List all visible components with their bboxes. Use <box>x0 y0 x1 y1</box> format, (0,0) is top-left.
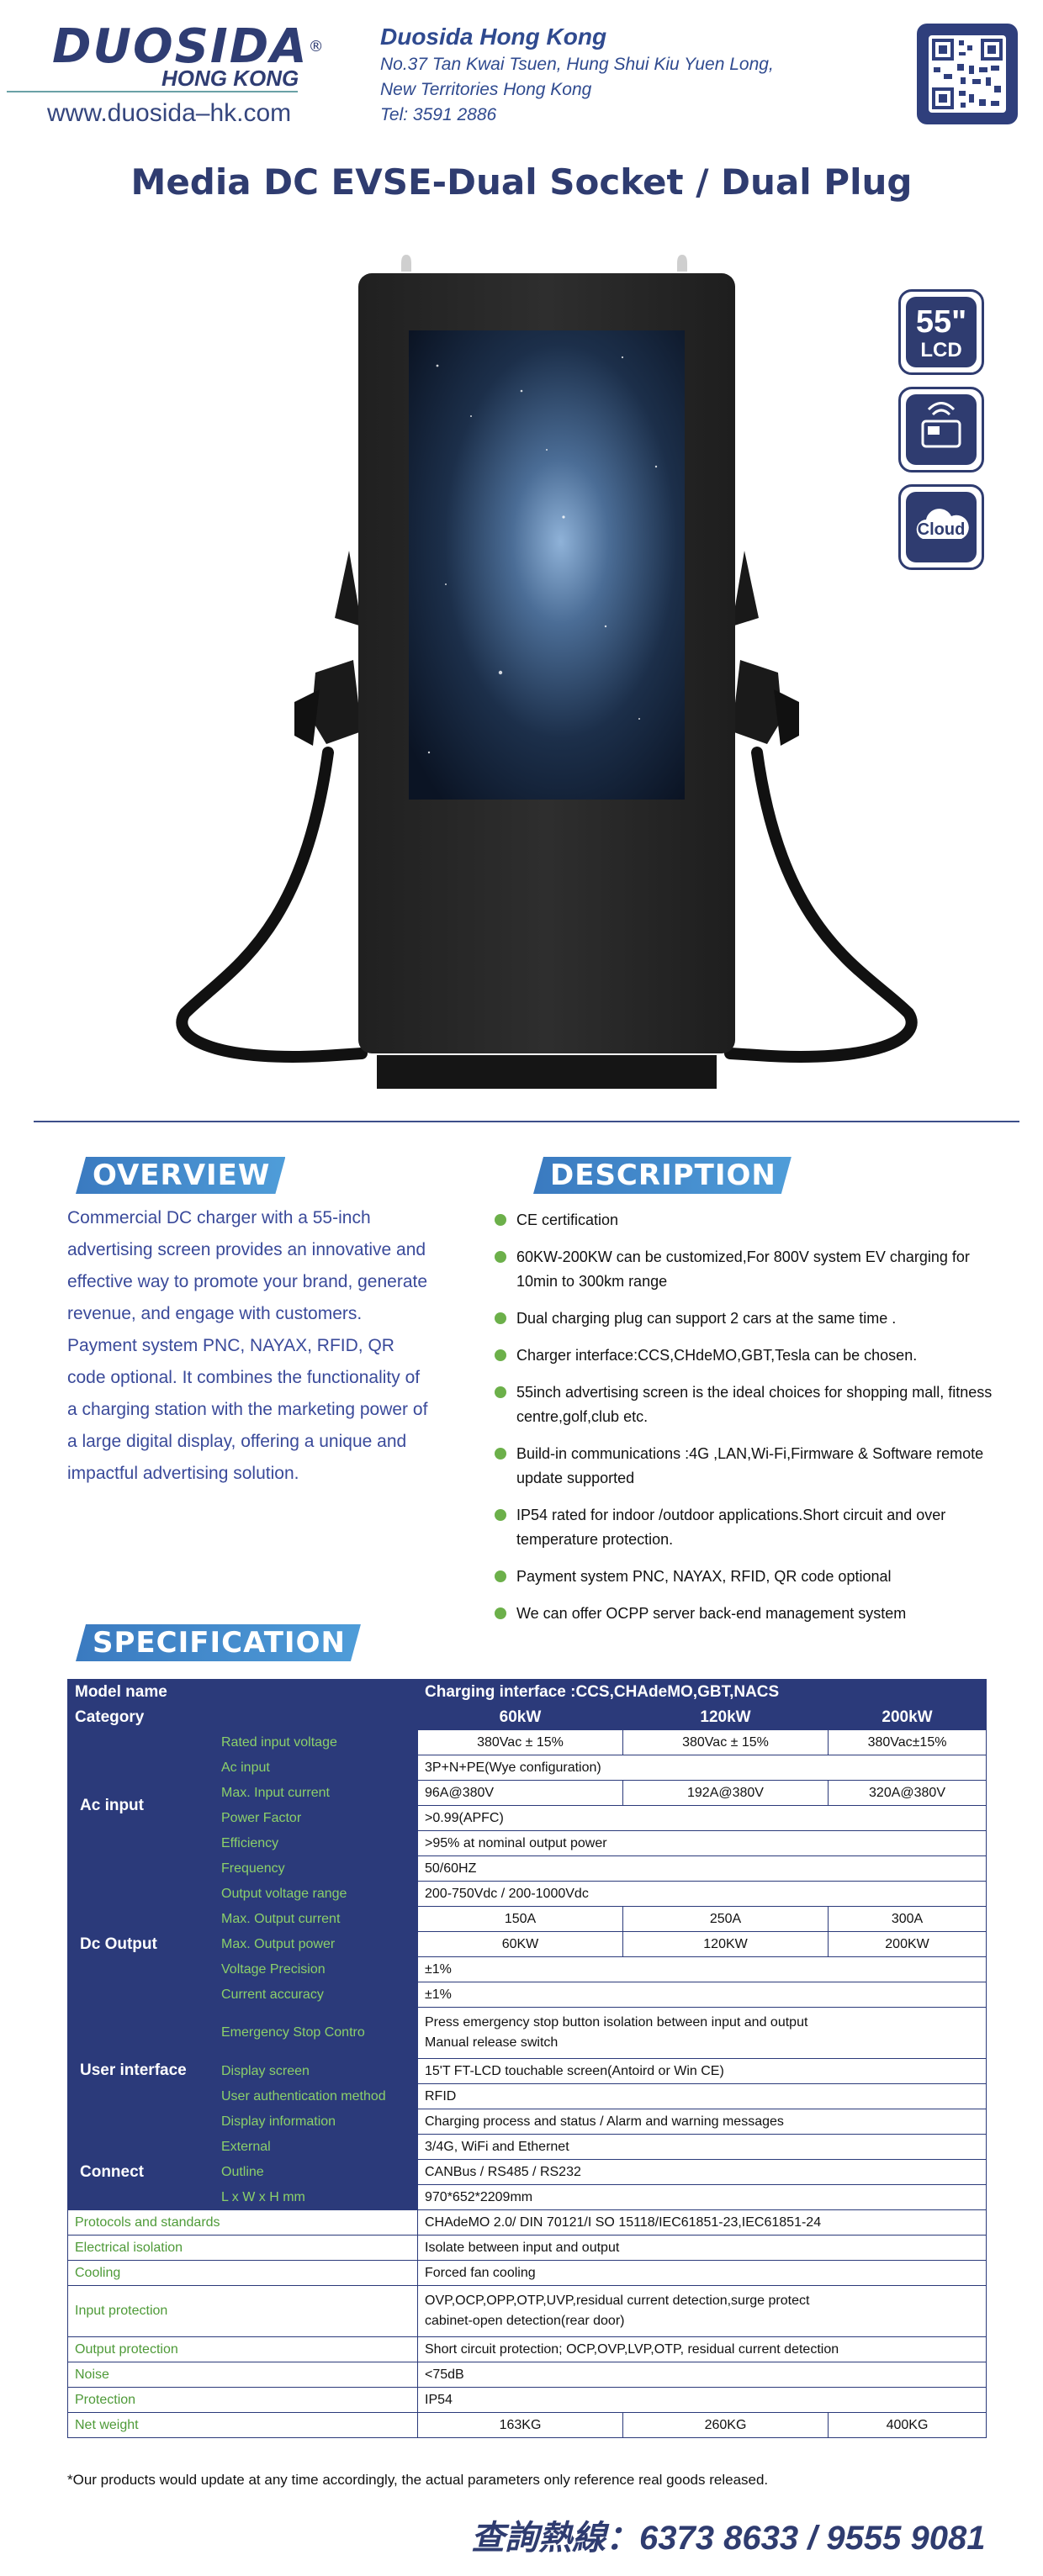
lcd-size: 55" <box>915 304 967 340</box>
list-item: CE certification <box>495 1208 1008 1233</box>
list-item: 60KW-200KW can be customized,For 800V sy… <box>495 1245 1008 1294</box>
category-col: 200kW <box>827 1704 987 1730</box>
table-row: Outline CANBus / RS485 / RS232 <box>68 2159 987 2185</box>
bullet-dot-icon <box>495 1448 506 1460</box>
cloud-label: Cloud <box>917 520 966 539</box>
category-col: 60kW <box>417 1704 623 1730</box>
bullet-dot-icon <box>495 1251 506 1263</box>
telephone: Tel: 3591 2886 <box>380 105 497 124</box>
table-row: Connect External 3/4G, WiFi and Ethernet <box>67 2134 987 2210</box>
list-item: We can offer OCPP server back-end manage… <box>495 1602 1008 1626</box>
bullet-dot-icon <box>495 1607 506 1619</box>
list-item: Charger interface:CCS,CHdeMO,GBT,Tesla c… <box>495 1343 1008 1368</box>
overview-heading: OVERVIEW <box>76 1157 285 1194</box>
logo-text: DUOSIDA <box>52 19 309 74</box>
qr-code-icon <box>917 24 1018 124</box>
lcd-size-badge: 55" LCD <box>898 289 984 375</box>
bullet-dot-icon <box>495 1349 506 1361</box>
rfid-card-badge <box>898 387 984 472</box>
table-row: Noise <75dB <box>67 2362 987 2388</box>
bullet-dot-icon <box>495 1386 506 1398</box>
group-connect: Connect <box>67 2134 214 2210</box>
table-row: Output protection Short circuit protecti… <box>67 2336 987 2362</box>
address-line-2: New Territories Hong Kong <box>380 80 592 99</box>
table-row: User interface Emergency Stop Contro Pre… <box>67 2007 987 2135</box>
specification-heading: SPECIFICATION <box>76 1624 361 1661</box>
cloud-badge: Cloud <box>898 484 984 570</box>
section-divider <box>34 1121 1019 1122</box>
table-row: Net weight 163KG 260KG 400KG <box>67 2412 987 2438</box>
table-row: Max. Output current 150A 250A 300A <box>68 1906 987 1932</box>
page-title: Media DC EVSE-Dual Socket / Dual Plug <box>130 161 913 203</box>
table-row: Max. Output power 60KW 120KW 200KW <box>68 1931 987 1957</box>
table-row: Display screen 15'T FT-LCD touchable scr… <box>68 2058 987 2084</box>
table-row: Input protection OVP,OCP,OPP,OTP,UVP,res… <box>67 2285 987 2337</box>
table-row: Power Factor >0.99(APFC) <box>68 1805 987 1831</box>
lcd-label: LCD <box>920 339 962 362</box>
company-info: Duosida Hong Kong No.37 Tan Kwai Tsuen, … <box>380 22 774 128</box>
specification-table: Model name Charging interface :CCS,CHAde… <box>67 1679 987 2438</box>
table-row: Protection IP54 <box>67 2387 987 2413</box>
bullet-dot-icon <box>495 1509 506 1521</box>
category-label: Category <box>67 1704 418 1730</box>
model-name-value: Charging interface :CCS,CHAdeMO,GBT,NACS <box>416 1679 987 1705</box>
group-ac-input: Ac input <box>67 1729 214 1882</box>
table-row: Model name Charging interface :CCS,CHAde… <box>67 1679 987 1705</box>
table-row: Frequency 50/60HZ <box>68 1855 987 1882</box>
table-row: Ac input 3P+N+PE(Wye configuration) <box>68 1755 987 1781</box>
bullet-dot-icon <box>495 1570 506 1582</box>
logo-underline <box>7 91 298 92</box>
list-item: Build-in communications :4G ,LAN,Wi-Fi,F… <box>495 1442 1008 1491</box>
brand-logo: DUOSIDA® <box>52 22 326 72</box>
list-item: Dual charging plug can support 2 cars at… <box>495 1306 1008 1331</box>
table-row: Ac input Rated input voltage 380Vac ± 15… <box>67 1729 987 1882</box>
description-heading: DESCRIPTION <box>533 1157 792 1194</box>
charger-product-image <box>168 248 925 1110</box>
bullet-dot-icon <box>495 1214 506 1226</box>
table-row: Category 60kW 120kW 200kW <box>67 1704 987 1730</box>
table-row: Dc Output Output voltage range 200-750Vd… <box>67 1881 987 2008</box>
address-line-1: No.37 Tan Kwai Tsuen, Hung Shui Kiu Yuen… <box>380 55 774 74</box>
description-list: CE certification 60KW-200KW can be custo… <box>495 1208 1008 1639</box>
cloud-icon <box>916 509 969 539</box>
table-row: Current accuracy ±1% <box>68 1982 987 2008</box>
bullet-dot-icon <box>495 1312 506 1324</box>
footnote: *Our products would update at any time a… <box>67 2472 769 2488</box>
hotline: 查詢熱線：6373 8633 / 9555 9081 <box>471 2520 986 2557</box>
table-row: Cooling Forced fan cooling <box>67 2260 987 2286</box>
model-name-label: Model name <box>67 1679 418 1705</box>
group-dc-output: Dc Output <box>67 1881 214 2008</box>
overview-text: Commercial DC charger with a 55-inch adv… <box>67 1208 428 1483</box>
rfid-card-icon <box>921 402 961 448</box>
logo-subtitle: HONG KONG <box>161 66 299 91</box>
registered-mark: ® <box>308 38 326 55</box>
table-row: Electrical isolation Isolate between inp… <box>67 2235 987 2261</box>
table-row: Protocols and standards CHAdeMO 2.0/ DIN… <box>67 2209 987 2236</box>
list-item: 55inch advertising screen is the ideal c… <box>495 1380 1008 1429</box>
group-user-interface: User interface <box>67 2007 214 2135</box>
website-url[interactable]: www.duosida–hk.com <box>47 99 292 127</box>
list-item: Payment system PNC, NAYAX, RFID, QR code… <box>495 1565 1008 1589</box>
category-col: 120kW <box>622 1704 829 1730</box>
table-row: L x W x H mm 970*652*2209mm <box>68 2184 987 2210</box>
company-name: Duosida Hong Kong <box>380 24 607 50</box>
list-item: IP54 rated for indoor /outdoor applicati… <box>495 1503 1008 1552</box>
